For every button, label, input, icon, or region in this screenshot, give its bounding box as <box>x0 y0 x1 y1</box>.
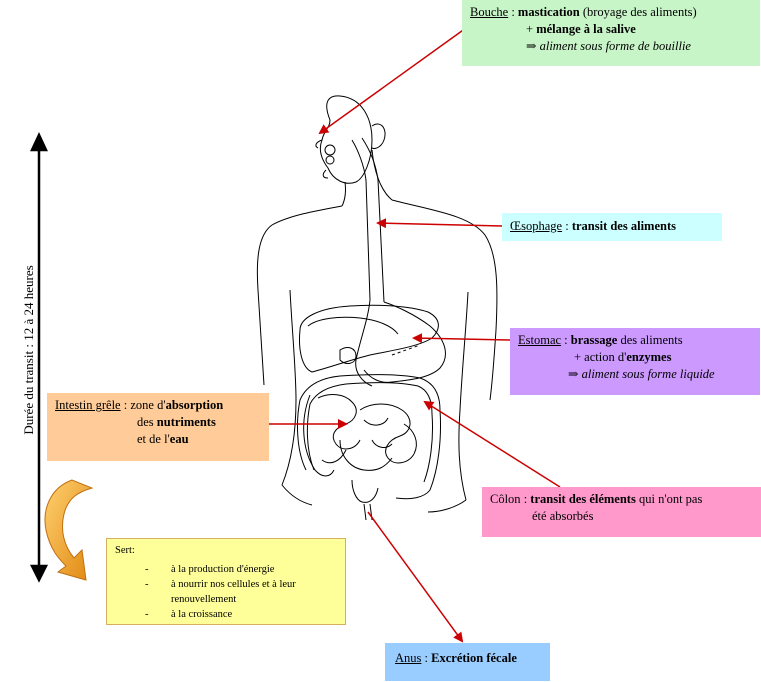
bouche-plus: + <box>526 22 537 36</box>
bouche-label: Bouche <box>470 5 509 19</box>
sert-item: à la croissance <box>115 607 337 622</box>
arrow-colon <box>423 400 561 488</box>
intestin-sep: : <box>120 398 131 412</box>
oesophage-box: Œsophage : transit des aliments <box>502 213 722 241</box>
body-outline <box>256 95 498 513</box>
anus-box: Anus : Excrétion fécale <box>385 643 550 681</box>
colon <box>297 374 441 521</box>
colon-sep: : <box>520 492 531 506</box>
sert-item: à la production d'énergie <box>115 562 337 577</box>
esophagus <box>351 137 385 303</box>
intestin-nutriments: nutriments <box>156 415 216 429</box>
estomac-box: Estomac : brassage des aliments + action… <box>510 328 760 395</box>
bouche-bouillie: aliment sous forme de bouillie <box>539 39 691 53</box>
intestin-text3: et de l' <box>137 432 170 446</box>
estomac-rest1: des aliments <box>617 333 683 347</box>
estomac-brassage: brassage <box>570 333 618 347</box>
intestin-label: Intestin grêle <box>55 398 121 412</box>
bouche-box: Bouche : mastication (broyage des alimen… <box>462 0 760 66</box>
anus-excretion: Excrétion fécale <box>431 651 517 665</box>
estomac-arrow: ⇒ <box>568 367 582 381</box>
bouche-arrow: ⇒ <box>526 39 540 53</box>
anus-sep: : <box>421 651 432 665</box>
oesophage-label: Œsophage <box>510 219 563 233</box>
sert-item: à nourrir nos cellules et à leur renouve… <box>115 577 337 607</box>
colon-transit: transit des éléments <box>530 492 636 506</box>
intestin-text1: zone d' <box>130 398 166 412</box>
oesophage-sep: : <box>562 219 572 233</box>
bouche-salive: mélange à la salive <box>536 22 636 36</box>
intestin-box: Intestin grêle : zone d'absorption des n… <box>47 393 269 461</box>
small-intestine <box>303 394 417 477</box>
colon-label: Côlon <box>490 492 521 506</box>
estomac-plus: + action d' <box>574 350 627 364</box>
arrow-oesophage <box>376 218 503 229</box>
colon-rest2: été absorbés <box>532 509 594 523</box>
duration-arrow <box>29 132 49 583</box>
oesophage-transit: transit des aliments <box>571 219 676 233</box>
anus-label: Anus <box>395 651 422 665</box>
bouche-rest1: (broyage des aliments) <box>579 5 697 19</box>
intestin-eau: eau <box>169 432 189 446</box>
arrow-anus <box>367 511 464 643</box>
arrow-bouche <box>318 27 467 135</box>
bouche-sep: : <box>508 5 518 19</box>
sert-list: à la production d'énergie à nourrir nos … <box>115 562 337 622</box>
arrow-estomac <box>412 333 511 344</box>
liver-stomach <box>299 299 446 387</box>
duration-label: Durée du transit : 12 à 24 heures <box>21 265 36 435</box>
estomac-label: Estomac <box>518 333 562 347</box>
estomac-enzymes: enzymes <box>626 350 672 364</box>
curved-arrow-icon <box>44 479 94 581</box>
estomac-sep: : <box>561 333 571 347</box>
colon-rest1: qui n'ont pas <box>635 492 703 506</box>
red-arrows <box>269 27 561 643</box>
intestin-text2: des <box>137 415 157 429</box>
sert-box: Sert: à la production d'énergie à nourri… <box>106 538 346 625</box>
bouche-mastication: mastication <box>517 5 580 19</box>
sert-title: Sert: <box>115 545 135 556</box>
intestin-absorption: absorption <box>165 398 224 412</box>
estomac-liquide: aliment sous forme liquide <box>581 367 715 381</box>
colon-box: Côlon : transit des éléments qui n'ont p… <box>482 487 761 537</box>
